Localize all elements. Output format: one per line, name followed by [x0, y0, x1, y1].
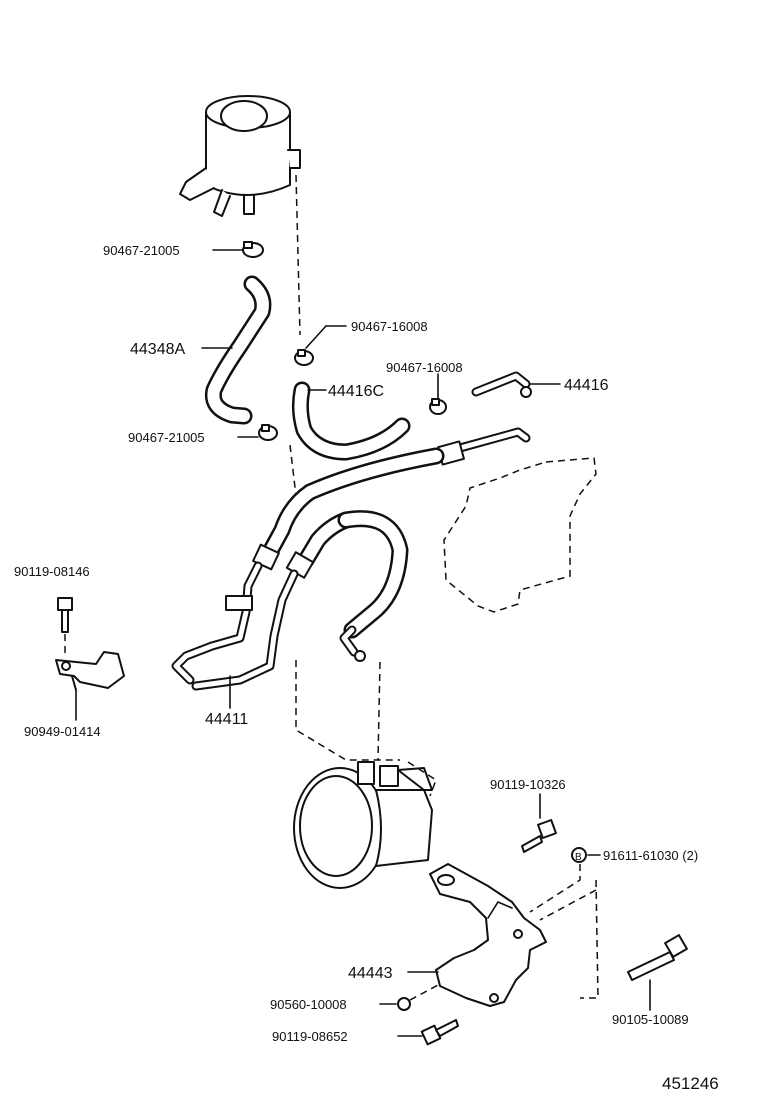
label-clamp-lower: 90467-21005 — [128, 430, 205, 445]
label-bolt-long: 90105-10089 — [612, 1012, 689, 1027]
label-washer: 90560-10008 — [270, 997, 347, 1012]
reservoir-guide-line — [295, 174, 301, 336]
bolt-left — [57, 597, 73, 633]
label-hose-44411: 44411 — [205, 711, 248, 728]
pump-guide-line-a — [377, 661, 381, 761]
clamp-top — [242, 241, 264, 258]
label-bolt-left: 90119-08146 — [14, 564, 90, 579]
nut-guide-line-c — [539, 889, 597, 921]
hose-44416C — [291, 381, 411, 461]
bolt-bottom — [420, 1019, 459, 1046]
hose-44348A — [204, 275, 272, 425]
reservoir-tank — [179, 95, 301, 217]
washer — [397, 997, 411, 1011]
label-bolt-bottom: 90119-08652 — [272, 1029, 348, 1044]
label-clamp-right: 90467-16008 — [386, 360, 463, 375]
label-clamp-left: 90949-01414 — [24, 724, 101, 739]
label-pipe-44416: 44416 — [564, 377, 609, 394]
pump-guide-line-b — [295, 660, 400, 761]
clamp-mid — [294, 349, 314, 366]
nut-guide-line-b — [580, 879, 599, 999]
nut-marker: B — [575, 852, 582, 863]
clamp-left — [55, 651, 125, 691]
hose-guide-line — [289, 444, 297, 497]
washer-guide-line — [409, 983, 441, 1001]
label-hose-44416C: 44416C — [328, 383, 384, 400]
label-bolt-pump: 90119-10326 — [490, 777, 566, 792]
diagram-id: 451246 — [662, 1074, 719, 1093]
label-clamp-mid: 90467-16008 — [351, 319, 428, 334]
clamp-right — [429, 398, 447, 415]
power-steering-pump — [293, 761, 433, 889]
clamp-lower — [258, 424, 278, 441]
label-clamp-top: 90467-21005 — [103, 243, 180, 258]
label-hose-44348A: 44348A — [130, 341, 185, 358]
bracket-44443 — [429, 863, 547, 1007]
pipe-44416 — [471, 371, 532, 398]
bolt-pump — [521, 819, 557, 853]
bolt-long — [627, 934, 688, 981]
pressure-hose-44411 — [171, 427, 531, 691]
engine-outline — [443, 457, 597, 613]
nut-marker-circle — [571, 847, 587, 863]
label-bracket: 44443 — [348, 965, 393, 982]
label-nut: 91611-61030 (2) — [603, 848, 698, 863]
nut-guide-line-a — [529, 864, 581, 913]
